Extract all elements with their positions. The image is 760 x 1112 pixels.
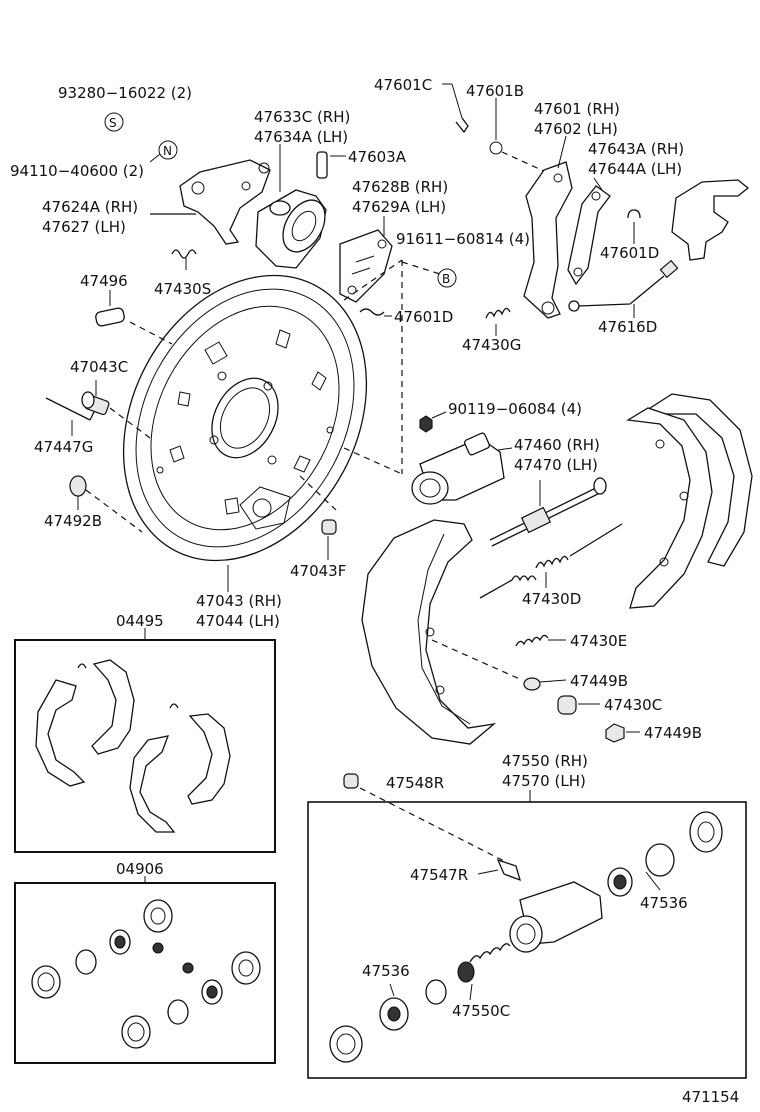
wheel-cylinder-47460: [411, 432, 505, 505]
label-47447g: 47447G: [34, 438, 93, 456]
brake-shoe-middle: [361, 519, 497, 745]
label-47643a: 47643A (RH): [588, 140, 684, 158]
label-47570: 47570 (LH): [502, 772, 586, 790]
label-47603a: 47603A: [348, 148, 407, 166]
label-47550c: 47550C: [452, 1002, 510, 1020]
label-47547r: 47547R: [410, 866, 468, 884]
label-47449b-lower: 47449B: [644, 724, 702, 742]
label-47601: 47601 (RH): [534, 100, 620, 118]
part-47496: [95, 307, 125, 327]
label-47536-left: 47536: [362, 962, 410, 980]
label-47492b: 47492B: [44, 512, 102, 530]
cylinder-block: [255, 189, 327, 269]
spring-47430c: [557, 695, 577, 715]
label-47460: 47460 (RH): [514, 436, 600, 454]
symbol-n-circle: [158, 140, 178, 160]
label-47634a: 47634A (LH): [254, 128, 348, 146]
symbol-b-circle: [437, 268, 457, 288]
label-91611-60814: 91611−60814 (4): [396, 230, 530, 248]
pin-47447g: [45, 397, 91, 421]
label-04495: 04495: [116, 612, 164, 630]
label-47601b: 47601B: [466, 82, 524, 100]
label-47043: 47043 (RH): [196, 592, 282, 610]
symbol-s-circle: [104, 112, 124, 132]
label-47043f: 47043F: [290, 562, 346, 580]
label-47601c: 47601C: [374, 76, 432, 94]
nut-47043f: [321, 519, 337, 535]
adjuster-plate: [339, 229, 393, 303]
label-47624a: 47624A (RH): [42, 198, 138, 216]
label-93280-16022: 93280−16022 (2): [58, 84, 192, 102]
label-symbol-b: B: [442, 272, 450, 286]
label-47449b-upper: 47449B: [570, 672, 628, 690]
label-47430e: 47430E: [570, 632, 627, 650]
label-94110-40600: 94110−40600 (2): [10, 162, 144, 180]
lever-bracket: [179, 159, 271, 245]
label-47548r: 47548R: [386, 774, 444, 792]
spring-47430g: [485, 307, 511, 319]
spring-47430e: [515, 634, 549, 647]
label-47536-right: 47536: [640, 894, 688, 912]
spring-47430d: [479, 523, 623, 599]
label-47601d-right: 47601D: [600, 244, 659, 262]
label-04906: 04906: [116, 860, 164, 878]
label-47430g: 47430G: [462, 336, 521, 354]
label-47601d-left: 47601D: [394, 308, 453, 326]
kit-04906-parts: [31, 899, 261, 1049]
label-47616d: 47616D: [598, 318, 657, 336]
cable-47616d: [577, 275, 665, 307]
brake-shoe-right: [626, 393, 753, 609]
label-47550: 47550 (RH): [502, 752, 588, 770]
kit-04495-shoes: [35, 659, 231, 833]
clip-47601c: [455, 117, 469, 134]
adjuster-screw: [489, 477, 607, 547]
label-symbol-s: S: [109, 116, 117, 130]
label-47496: 47496: [80, 272, 128, 290]
kit-47550-parts: [329, 773, 723, 1063]
label-47633c: 47633C (RH): [254, 108, 350, 126]
bolt-90119: [419, 411, 447, 433]
label-47629a: 47629A (LH): [352, 198, 446, 216]
label-47430c: 47430C: [604, 696, 662, 714]
label-47644a: 47644A (LH): [588, 160, 682, 178]
label-47627: 47627 (LH): [42, 218, 126, 236]
strut-47643a: [567, 185, 611, 286]
cup-47449b-lower: [605, 723, 625, 743]
label-47602: 47602 (LH): [534, 120, 618, 138]
label-47628b: 47628B (RH): [352, 178, 448, 196]
washer-47601b: [489, 141, 503, 155]
label-47470: 47470 (LH): [514, 456, 598, 474]
label-471154: 471154: [682, 1088, 739, 1106]
plug-47492b: [69, 475, 87, 497]
label-47044: 47044 (LH): [196, 612, 280, 630]
label-47043c: 47043C: [70, 358, 128, 376]
lever-47601: [523, 161, 573, 319]
label-47430s: 47430S: [154, 280, 211, 298]
clip-47601d-right: [627, 209, 641, 219]
label-symbol-n: N: [163, 144, 172, 158]
spring-47430s: [171, 249, 197, 259]
label-47430d: 47430D: [522, 590, 581, 608]
pin-47603a: [316, 151, 328, 179]
parking-lever-right: [671, 179, 750, 261]
label-90119-06084: 90119−06084 (4): [448, 400, 582, 418]
clip-47601d-left: [359, 308, 385, 316]
backing-plate: [122, 274, 368, 562]
cup-47449b-upper: [523, 677, 541, 691]
kit-box-47550: [307, 801, 747, 1079]
bolt-47043c: [81, 391, 110, 416]
